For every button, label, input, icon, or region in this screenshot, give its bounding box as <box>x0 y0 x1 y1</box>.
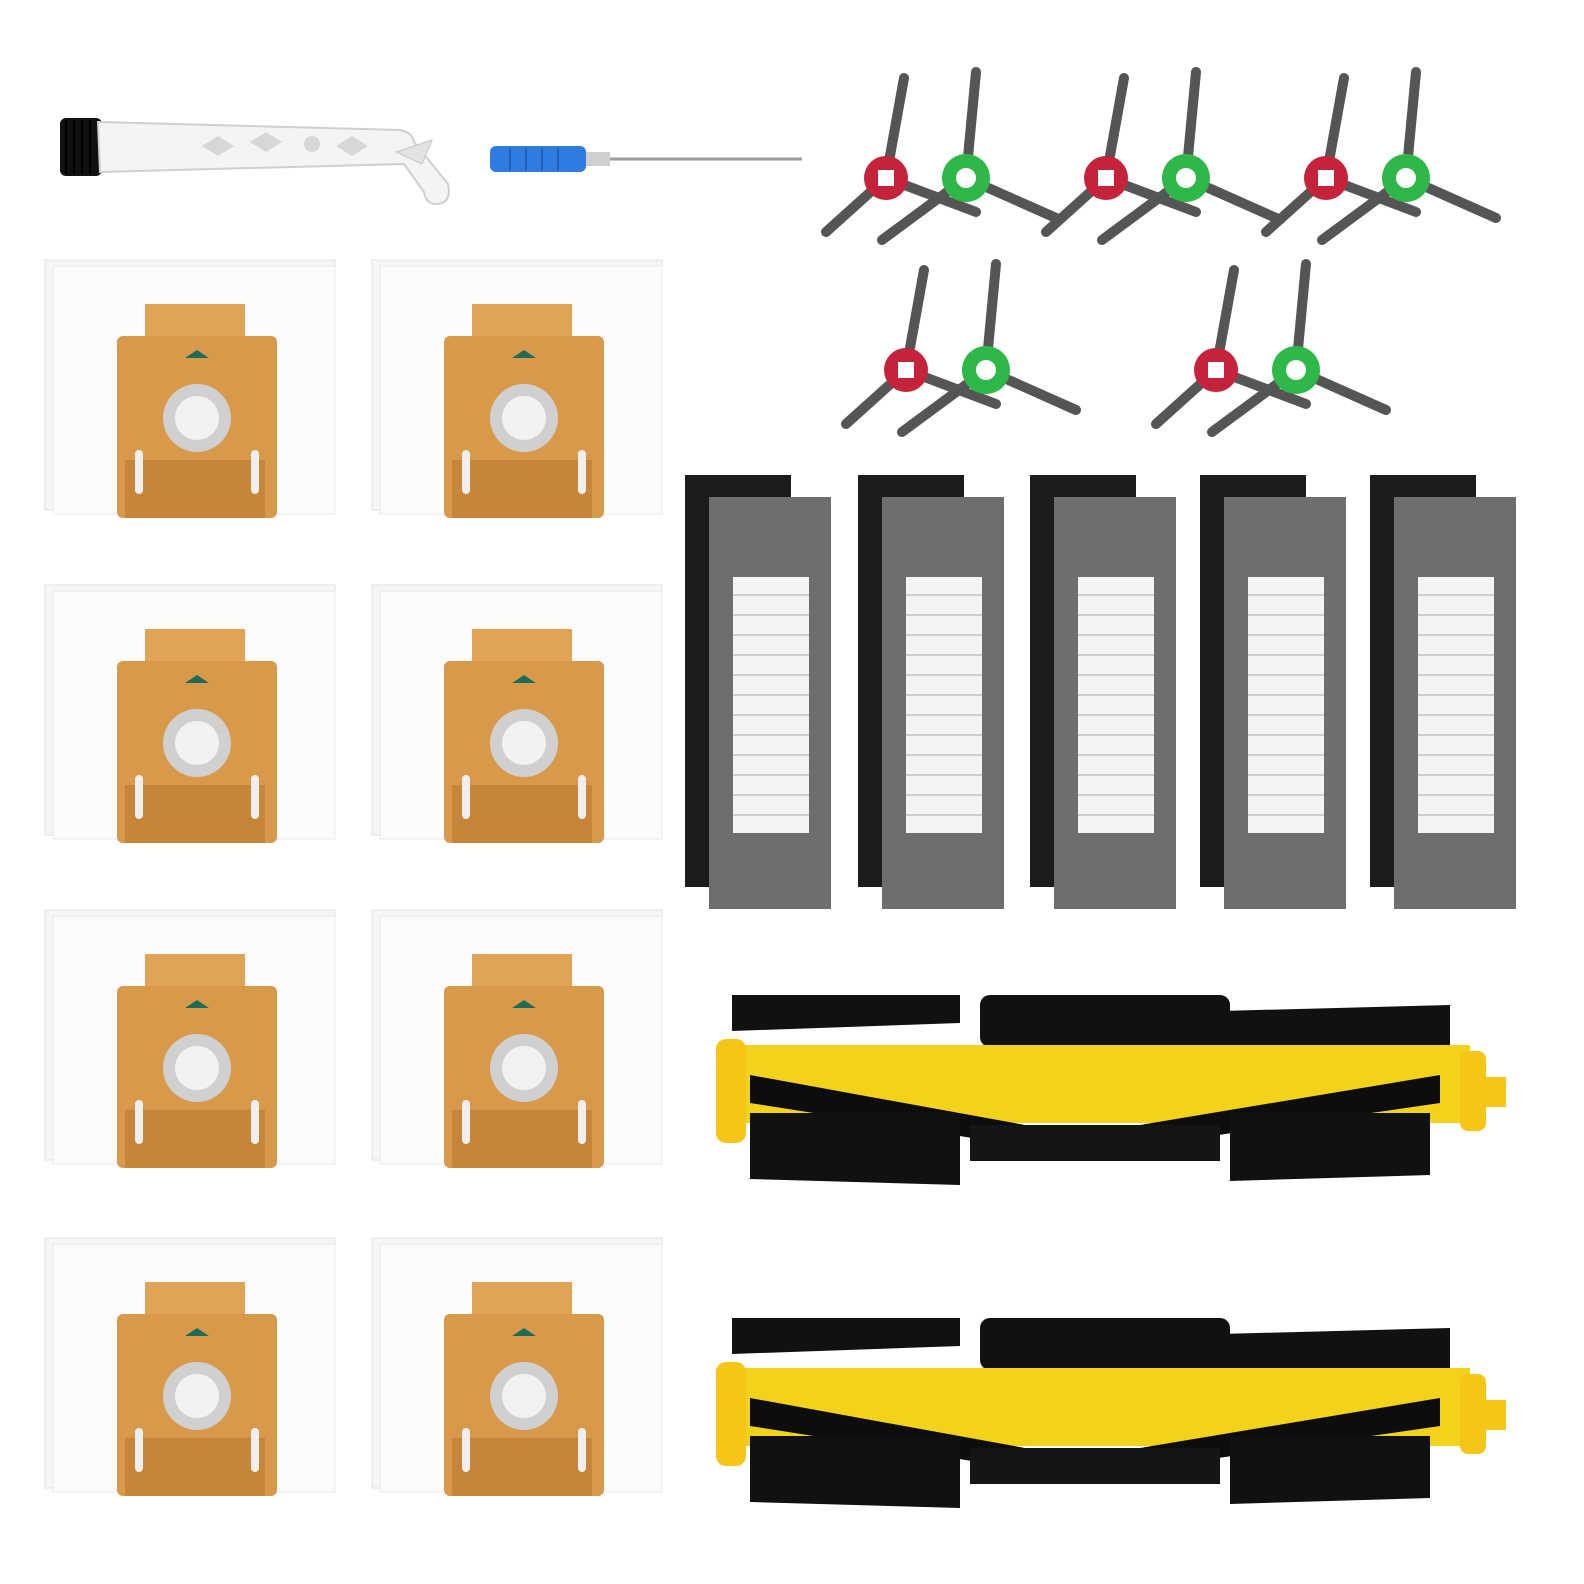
dust-bag <box>371 259 663 520</box>
side-brush-pair <box>1260 67 1510 250</box>
dust-bag <box>371 584 663 845</box>
screwdriver <box>490 140 810 180</box>
hepa-filter <box>1200 475 1350 915</box>
hepa-filter <box>858 475 1008 915</box>
dust-bag <box>44 259 336 520</box>
hepa-filter <box>1370 475 1520 915</box>
dust-bag <box>44 1237 336 1498</box>
hepa-filter <box>685 475 835 915</box>
hepa-filter <box>1030 475 1180 915</box>
side-brush-pair <box>1040 67 1290 250</box>
side-brush-pair <box>840 259 1090 442</box>
dust-bag <box>371 909 663 1170</box>
dust-bag <box>371 1237 663 1498</box>
cleaning-brush-tool <box>60 112 460 222</box>
main-roller-brush <box>710 1318 1510 1508</box>
dust-bag <box>44 909 336 1170</box>
dust-bag <box>44 584 336 845</box>
main-roller-brush <box>710 995 1510 1185</box>
side-brush-pair <box>820 67 1070 250</box>
side-brush-pair <box>1150 259 1400 442</box>
